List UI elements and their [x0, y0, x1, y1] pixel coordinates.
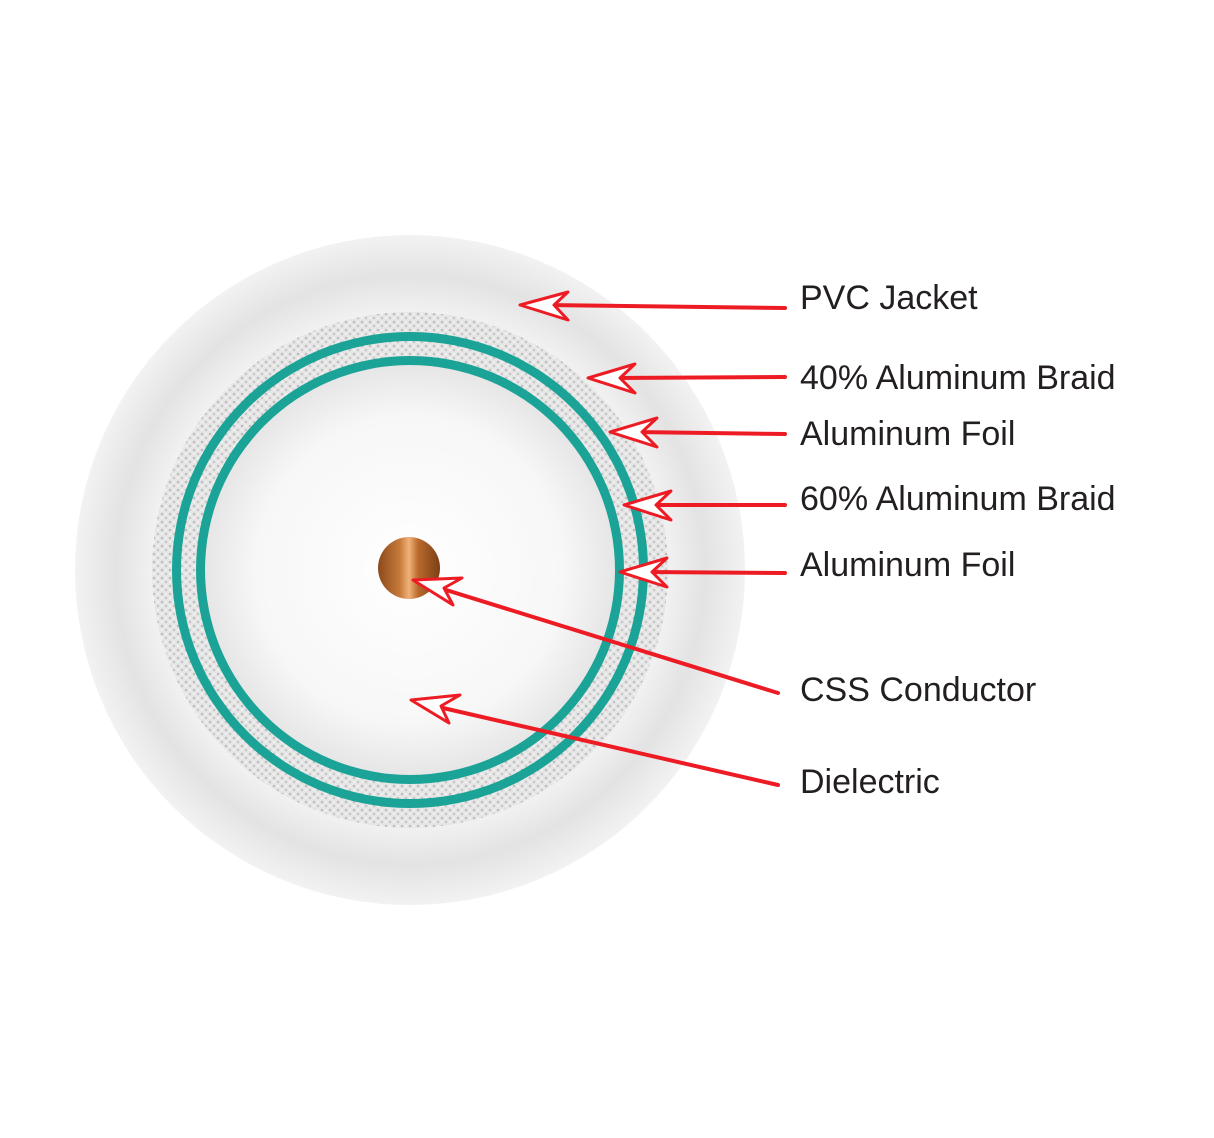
arrow-dielectric [428, 703, 780, 787]
label-foil-inner: Aluminum Foil [800, 546, 1015, 584]
cable-cross-section [75, 235, 745, 905]
arrowhead-braid-60 [622, 489, 673, 522]
arrowheads [409, 290, 673, 725]
arrow-foil-inner [643, 570, 787, 575]
arrowhead-conductor [411, 576, 464, 607]
arrow-conductor [428, 583, 780, 695]
arrowhead-foil-inner [618, 556, 669, 589]
arrow-foil-outer [633, 430, 787, 436]
arrow-pvc-jacket [543, 303, 787, 310]
arrowhead-dielectric [409, 693, 462, 725]
label-braid-40: 40% Aluminum Braid [800, 359, 1116, 397]
label-braid-60: 60% Aluminum Braid [800, 480, 1116, 518]
callout-arrows [428, 303, 787, 787]
callout-labels: PVC Jacket 40% Aluminum Braid Aluminum F… [800, 279, 1116, 801]
arrowhead-braid-40 [586, 362, 637, 395]
label-conductor: CSS Conductor [800, 671, 1036, 709]
arrowhead-pvc-jacket [518, 290, 570, 322]
arrowhead-foil-outer [608, 416, 659, 449]
label-pvc-jacket: PVC Jacket [800, 279, 978, 317]
label-dielectric: Dielectric [800, 763, 940, 801]
label-foil-outer: Aluminum Foil [800, 415, 1015, 453]
arrow-braid-40 [613, 375, 787, 380]
